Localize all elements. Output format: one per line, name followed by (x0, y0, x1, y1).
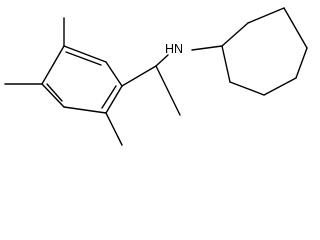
ring-double-bond-3 (46, 83, 63, 102)
heptane-bond-3 (283, 7, 308, 49)
chemical-structure: HN (4, 7, 308, 146)
methyl-bond-bottom (105, 112, 123, 146)
heptane-bond-5 (263, 77, 297, 96)
ring-to-chiral-carbon-bond (121, 65, 157, 87)
nh-to-cycloheptyl-bond (191, 45, 223, 51)
ring-bond-3 (105, 85, 123, 114)
ring-substituents (4, 17, 123, 146)
chiral-carbon-to-nh-bond (155, 54, 169, 67)
ethylamine-bridge (121, 45, 223, 116)
heptane-bond-4 (295, 47, 308, 79)
ring-double-bond-2 (101, 85, 117, 109)
heptane-bond-1 (221, 22, 249, 47)
ring-double-bond-1 (65, 51, 102, 66)
heptane-bond-7 (221, 45, 231, 83)
heptane-bond-6 (229, 81, 265, 96)
benzene-ring (41, 45, 123, 114)
ring-bond-1 (63, 45, 107, 63)
nh-label: HN (165, 42, 183, 56)
cycloheptane-ring (221, 7, 308, 96)
ring-bond-4 (63, 106, 107, 114)
chiral-carbon-methyl-bond (155, 65, 181, 116)
ring-bond-2 (105, 61, 123, 87)
ring-bond-5 (41, 83, 65, 108)
heptane-bond-2 (247, 7, 285, 24)
ring-bond-6 (41, 45, 65, 85)
